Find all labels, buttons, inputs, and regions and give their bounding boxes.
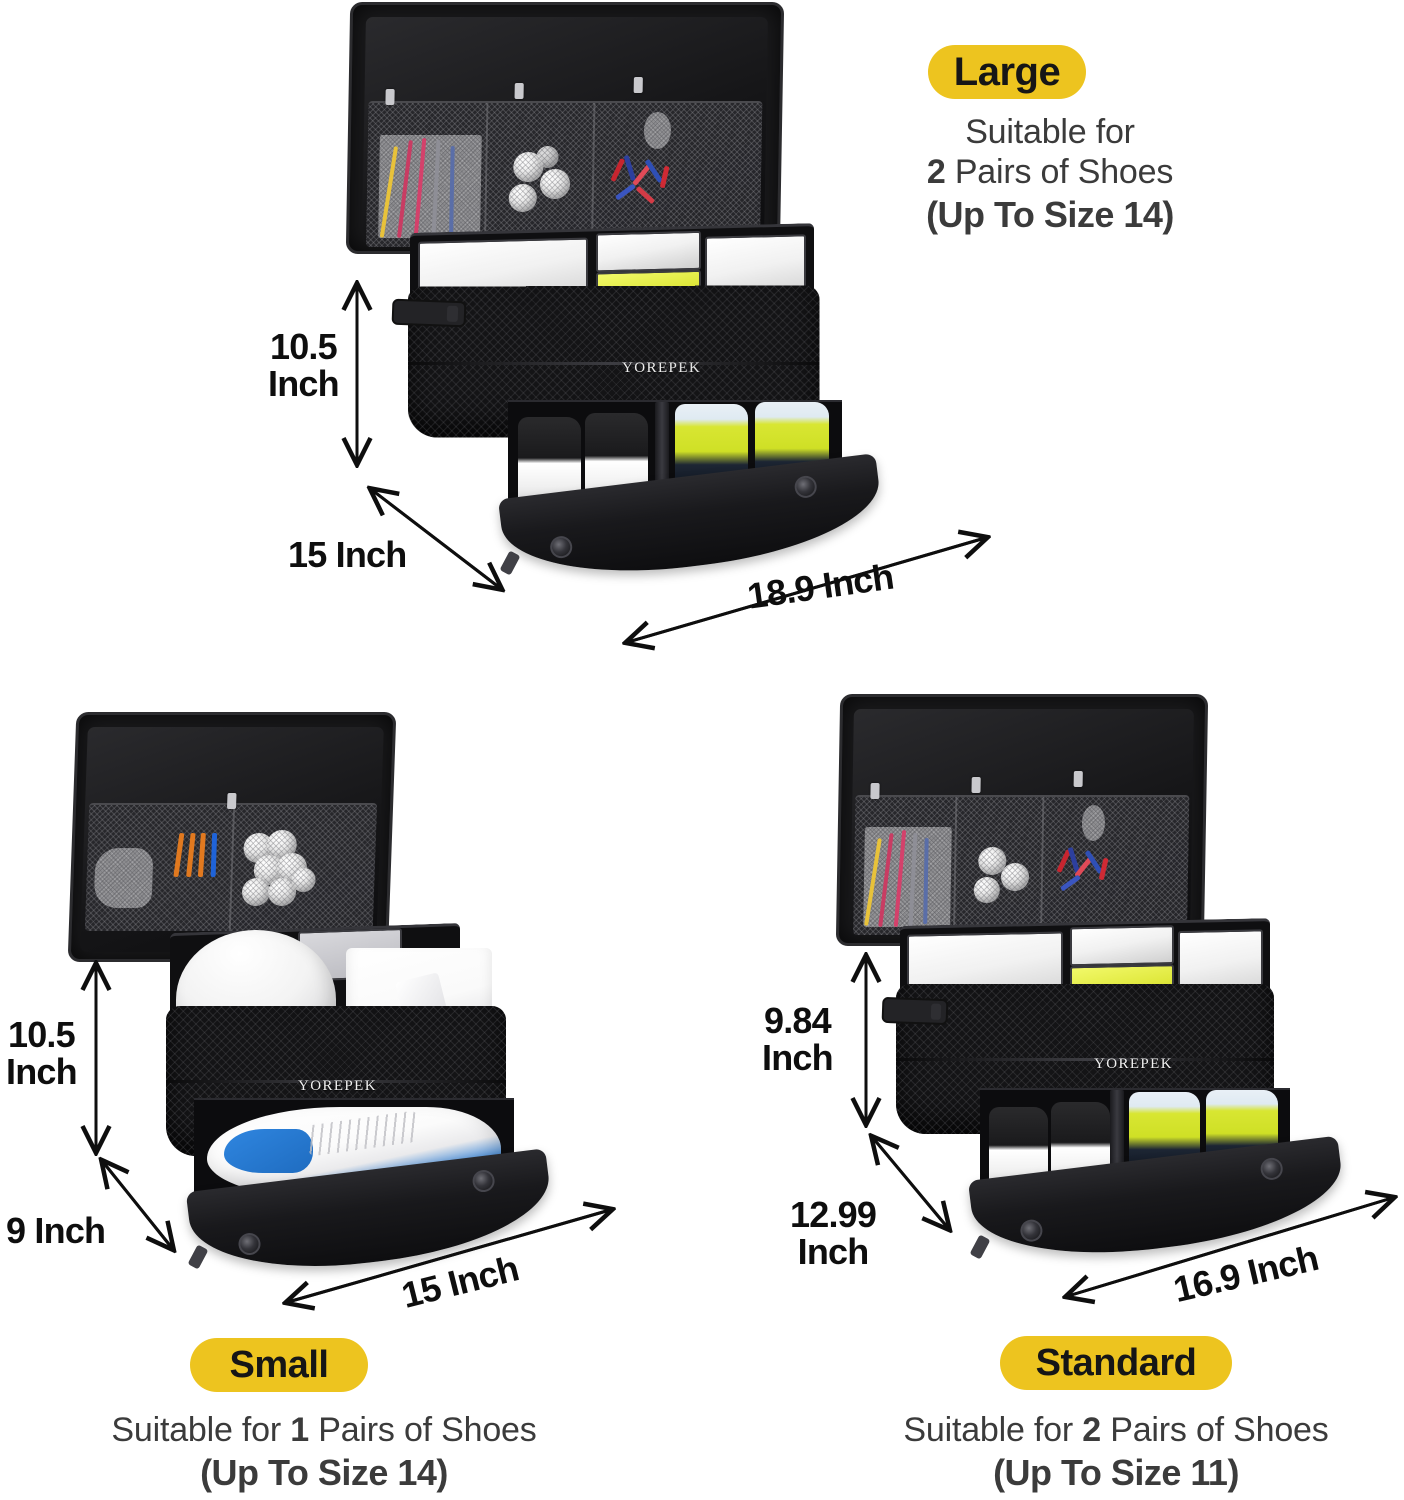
bag-lid-small <box>67 712 397 962</box>
product-image-standard: YOREPEK <box>820 690 1390 1290</box>
caption-line-3: (Up To Size 14) <box>200 1452 448 1494</box>
caption-line-2: 2 Pairs of Shoes <box>900 152 1200 192</box>
caption-line-1: Suitable for <box>965 113 1135 151</box>
dimension-large-depth: 15 Inch <box>288 534 407 575</box>
brand-logo: YOREPEK <box>298 1078 377 1094</box>
badge-small: Small <box>190 1338 368 1392</box>
dimension-small-height: 10.5 Inch <box>6 1014 78 1093</box>
badge-standard: Standard <box>1000 1336 1232 1390</box>
bag-lid-large <box>345 2 785 254</box>
dimension-small-depth: 9 Inch <box>6 1210 106 1251</box>
caption-line-1: Suitable for <box>903 1411 1074 1449</box>
dimension-large-height: 10.5 Inch <box>268 326 340 405</box>
lid-mesh-pocket <box>853 795 1189 935</box>
caption-line-2-rest: Pairs of Shoes <box>1110 1411 1329 1449</box>
caption-small: Suitable for 1 Pairs of Shoes (Up To Siz… <box>14 1410 634 1495</box>
caption-large: Suitable for 2 Pairs of Shoes (Up To Siz… <box>900 112 1200 237</box>
caption-line-3: (Up To Size 11) <box>993 1452 1239 1494</box>
caption-count: 2 <box>1082 1411 1101 1449</box>
badge-large: Large <box>928 45 1086 99</box>
tee-card <box>93 847 154 909</box>
dimension-standard-depth: 12.99 Inch <box>790 1194 877 1273</box>
caption-line-3: (Up To Size 14) <box>926 194 1174 236</box>
caption-line-1-2: Suitable for 1 Pairs of Shoes <box>14 1410 634 1450</box>
product-image-large: YOREPEK <box>330 0 890 600</box>
product-image-small: YOREPEK <box>60 690 620 1290</box>
dimension-standard-height: 9.84 Inch <box>762 1000 834 1079</box>
caption-line-1: Suitable for <box>111 1411 282 1449</box>
brand-logo: YOREPEK <box>1094 1056 1173 1072</box>
caption-standard: Suitable for 2 Pairs of Shoes (Up To Siz… <box>830 1410 1402 1495</box>
caption-line-1-2: Suitable for 2 Pairs of Shoes <box>830 1410 1402 1450</box>
caption-line-2-rest: Pairs of Shoes <box>318 1411 537 1449</box>
caption-line-2-rest: Pairs of Shoes <box>954 153 1174 192</box>
side-handle <box>391 298 467 328</box>
caption-count: 1 <box>290 1411 309 1449</box>
brand-logo: YOREPEK <box>621 359 702 377</box>
bag-lid-standard <box>835 694 1209 946</box>
caption-count: 2 <box>926 153 946 192</box>
side-handle <box>881 996 949 1026</box>
lid-mesh-pocket <box>84 803 378 931</box>
